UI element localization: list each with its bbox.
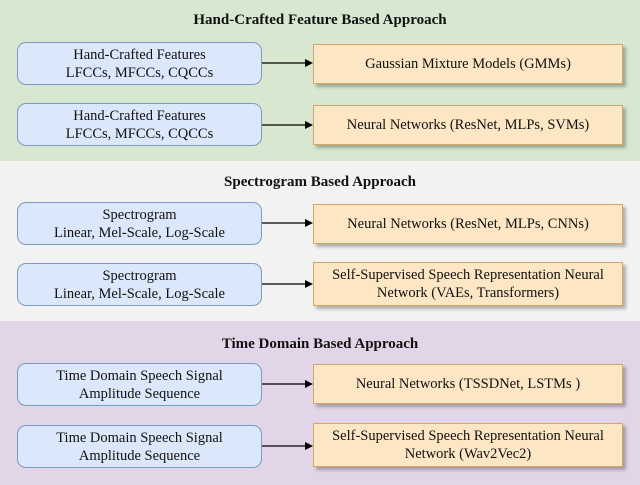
arrow-icon <box>262 121 313 129</box>
target-box: Neural Networks (TSSDNet, LSTMs ) <box>313 364 623 404</box>
source-line: LFCCs, MFCCs, CQCCs <box>65 64 214 81</box>
section-title: Time Domain Based Approach <box>221 336 419 352</box>
target-line: Network (VAEs, Transformers) <box>376 285 560 301</box>
arrow-icon <box>262 280 313 288</box>
target-line: Network (Wav2Vec2) <box>404 446 532 462</box>
target-line: Gaussian Mixture Models (GMMs) <box>365 56 571 72</box>
source-line: Amplitude Sequence <box>78 385 201 402</box>
target-box: Neural Networks (ResNet, MLPs, CNNs) <box>313 204 623 244</box>
target-line: Neural Networks (ResNet, MLPs, SVMs) <box>346 117 590 133</box>
source-line: Time Domain Speech Signal <box>56 367 223 384</box>
source-box: Spectrogram Linear, Mel-Scale, Log-Scale <box>17 202 262 245</box>
section-title: Spectrogram Based Approach <box>224 174 416 190</box>
target-box: Self-Supervised Speech Representation Ne… <box>313 423 623 467</box>
target-line: Self-Supervised Speech Representation Ne… <box>332 428 604 444</box>
section-title: Hand-Crafted Feature Based Approach <box>193 12 447 28</box>
source-line: Amplitude Sequence <box>78 447 201 464</box>
target-box: Neural Networks (ResNet, MLPs, SVMs) <box>313 105 623 145</box>
source-box: Spectrogram Linear, Mel-Scale, Log-Scale <box>17 263 262 306</box>
target-box: Self-Supervised Speech Representation Ne… <box>313 262 623 306</box>
source-line: Spectrogram <box>102 267 177 284</box>
arrow-icon <box>262 442 313 450</box>
target-line: Neural Networks (ResNet, MLPs, CNNs) <box>347 216 589 232</box>
source-box: Hand-Crafted Features LFCCs, MFCCs, CQCC… <box>17 42 262 85</box>
source-line: Spectrogram <box>102 206 177 223</box>
source-box: Time Domain Speech Signal Amplitude Sequ… <box>17 363 262 406</box>
source-line: Linear, Mel-Scale, Log-Scale <box>54 285 225 302</box>
arrow-icon <box>262 219 313 227</box>
target-line: Self-Supervised Speech Representation Ne… <box>332 267 604 283</box>
source-line: LFCCs, MFCCs, CQCCs <box>65 125 214 142</box>
arrow-icon <box>262 59 313 67</box>
target-box: Gaussian Mixture Models (GMMs) <box>313 44 623 84</box>
arrow-icon <box>262 380 313 388</box>
source-line: Hand-Crafted Features <box>73 46 206 63</box>
source-box: Time Domain Speech Signal Amplitude Sequ… <box>17 425 262 468</box>
target-line: Neural Networks (TSSDNet, LSTMs ) <box>355 376 581 392</box>
source-line: Hand-Crafted Features <box>73 107 206 124</box>
source-box: Hand-Crafted Features LFCCs, MFCCs, CQCC… <box>17 103 262 146</box>
source-line: Time Domain Speech Signal <box>56 429 223 446</box>
source-line: Linear, Mel-Scale, Log-Scale <box>54 224 225 241</box>
